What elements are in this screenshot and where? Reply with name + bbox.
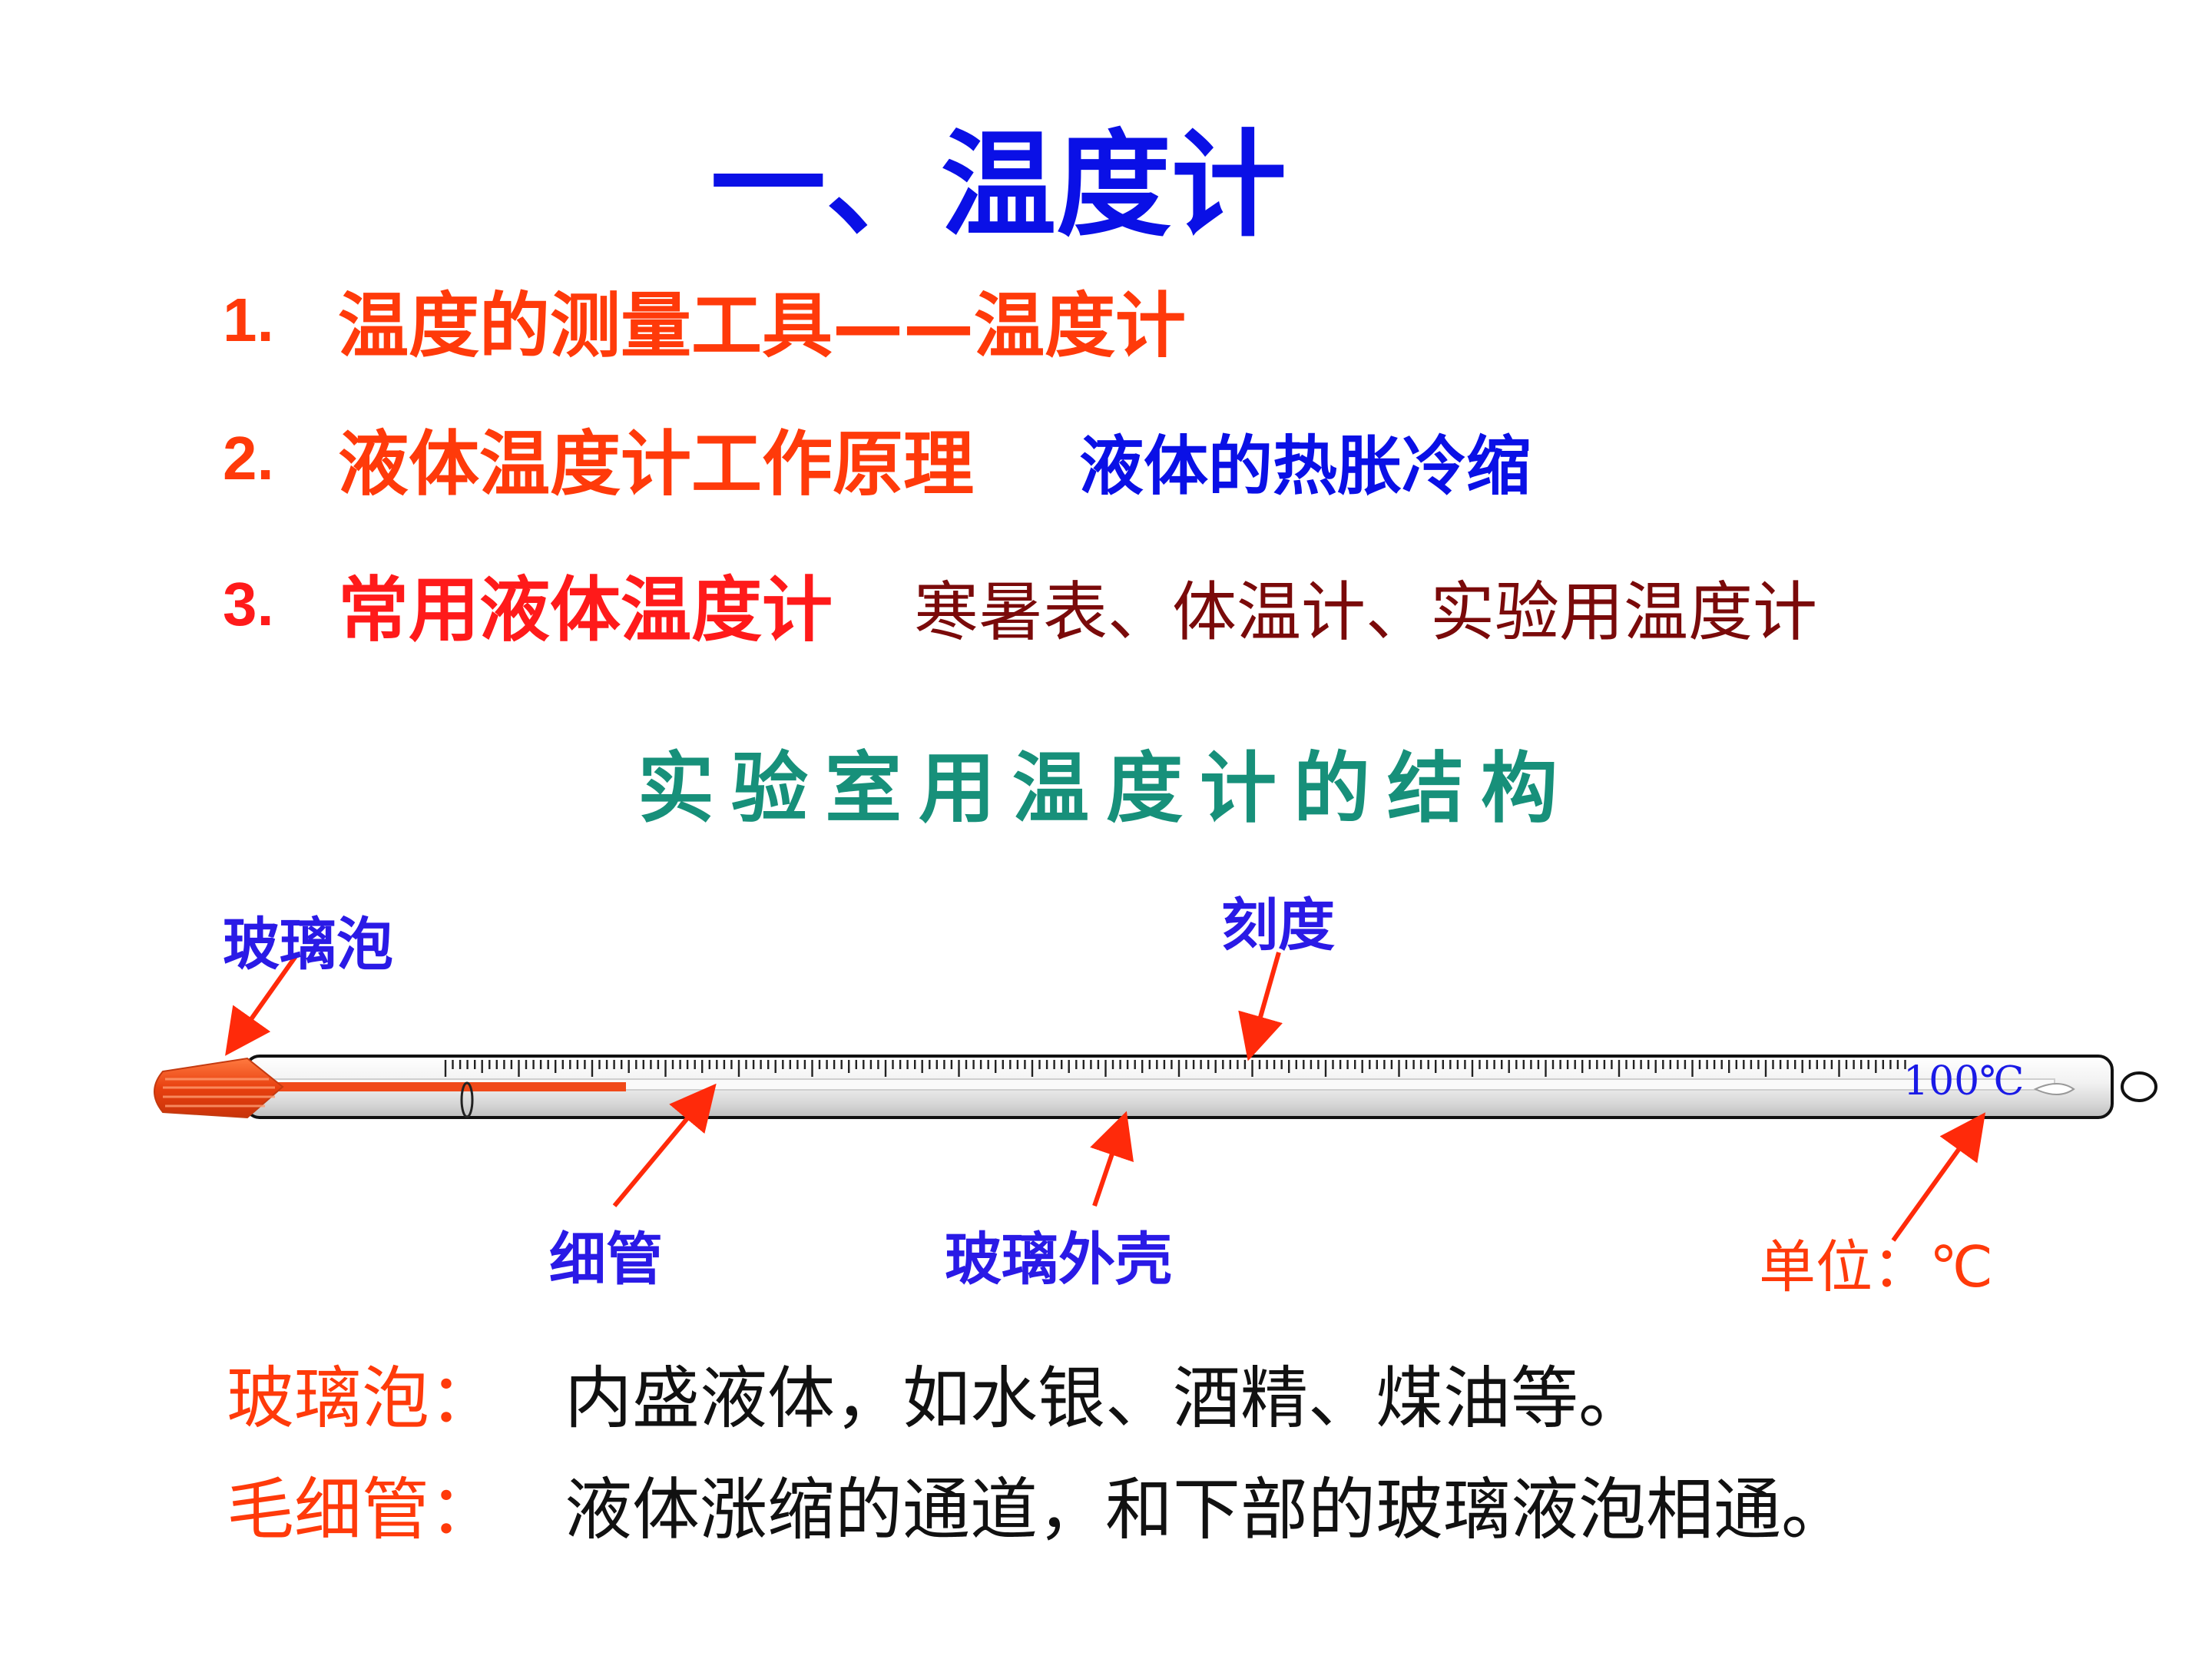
item-2-detail: 液体的热胀冷缩 bbox=[1079, 429, 1532, 504]
description-bulb-text: 内盛液体，如水银、酒精、煤油等。 bbox=[565, 1344, 1646, 1442]
description-capillary: 毛细管： bbox=[227, 1455, 497, 1553]
liquid-column bbox=[246, 1082, 626, 1091]
capillary-label: 细管 bbox=[549, 1227, 663, 1293]
bulb-arrow bbox=[225, 955, 298, 1056]
description-bulb: 玻璃泡： bbox=[227, 1344, 497, 1442]
scale-arrow bbox=[1238, 952, 1283, 1061]
item-2-heading: 液体温度计工作原理 bbox=[338, 423, 975, 505]
item-3-heading: 常用液体温度计 bbox=[338, 569, 833, 651]
top-ring bbox=[2121, 1071, 2157, 1102]
item-1-number: 1. bbox=[223, 285, 274, 354]
description-capillary-key: 毛细管： bbox=[227, 1470, 498, 1549]
unit-arrow bbox=[1891, 1112, 1986, 1242]
shell-arrow bbox=[1090, 1111, 1134, 1207]
item-1: 1. 温度的测量工具——温度计 bbox=[223, 269, 1186, 371]
description-bulb-value: 内盛液体，如水银、酒精、煤油等。 bbox=[565, 1359, 1647, 1438]
item-3-number: 3. bbox=[223, 569, 274, 638]
scale-ticks bbox=[444, 1060, 1906, 1077]
scale-max-label: 100℃ bbox=[1903, 1058, 2025, 1104]
bulb-label: 玻璃泡 bbox=[223, 912, 393, 978]
description-capillary-text: 液体涨缩的通道，和下部的玻璃液泡相通。 bbox=[565, 1455, 1849, 1553]
description-capillary-value: 液体涨缩的通道，和下部的玻璃液泡相通。 bbox=[565, 1470, 1849, 1549]
structure-title: 实验室用温度计的结构 bbox=[637, 743, 1575, 833]
contraction-mark bbox=[460, 1081, 474, 1118]
item-2-number: 2. bbox=[223, 423, 274, 492]
item-2: 2. 液体温度计工作原理 bbox=[223, 407, 974, 509]
capillary-arrow bbox=[612, 1083, 717, 1207]
scale-label: 刻度 bbox=[1221, 892, 1335, 959]
shell-label: 玻璃外壳 bbox=[945, 1227, 1172, 1293]
item-3: 3. 常用液体温度计 bbox=[223, 553, 833, 655]
item-1-heading: 温度的测量工具——温度计 bbox=[338, 285, 1187, 367]
top-reservoir bbox=[2033, 1083, 2075, 1095]
page-title: 一、温度计 bbox=[710, 119, 1286, 253]
description-bulb-key: 玻璃泡： bbox=[227, 1359, 498, 1438]
unit-label: 单位：℃ bbox=[1759, 1234, 1994, 1300]
item-3-detail: 寒暑表、体温计、实验用温度计 bbox=[914, 575, 1818, 650]
